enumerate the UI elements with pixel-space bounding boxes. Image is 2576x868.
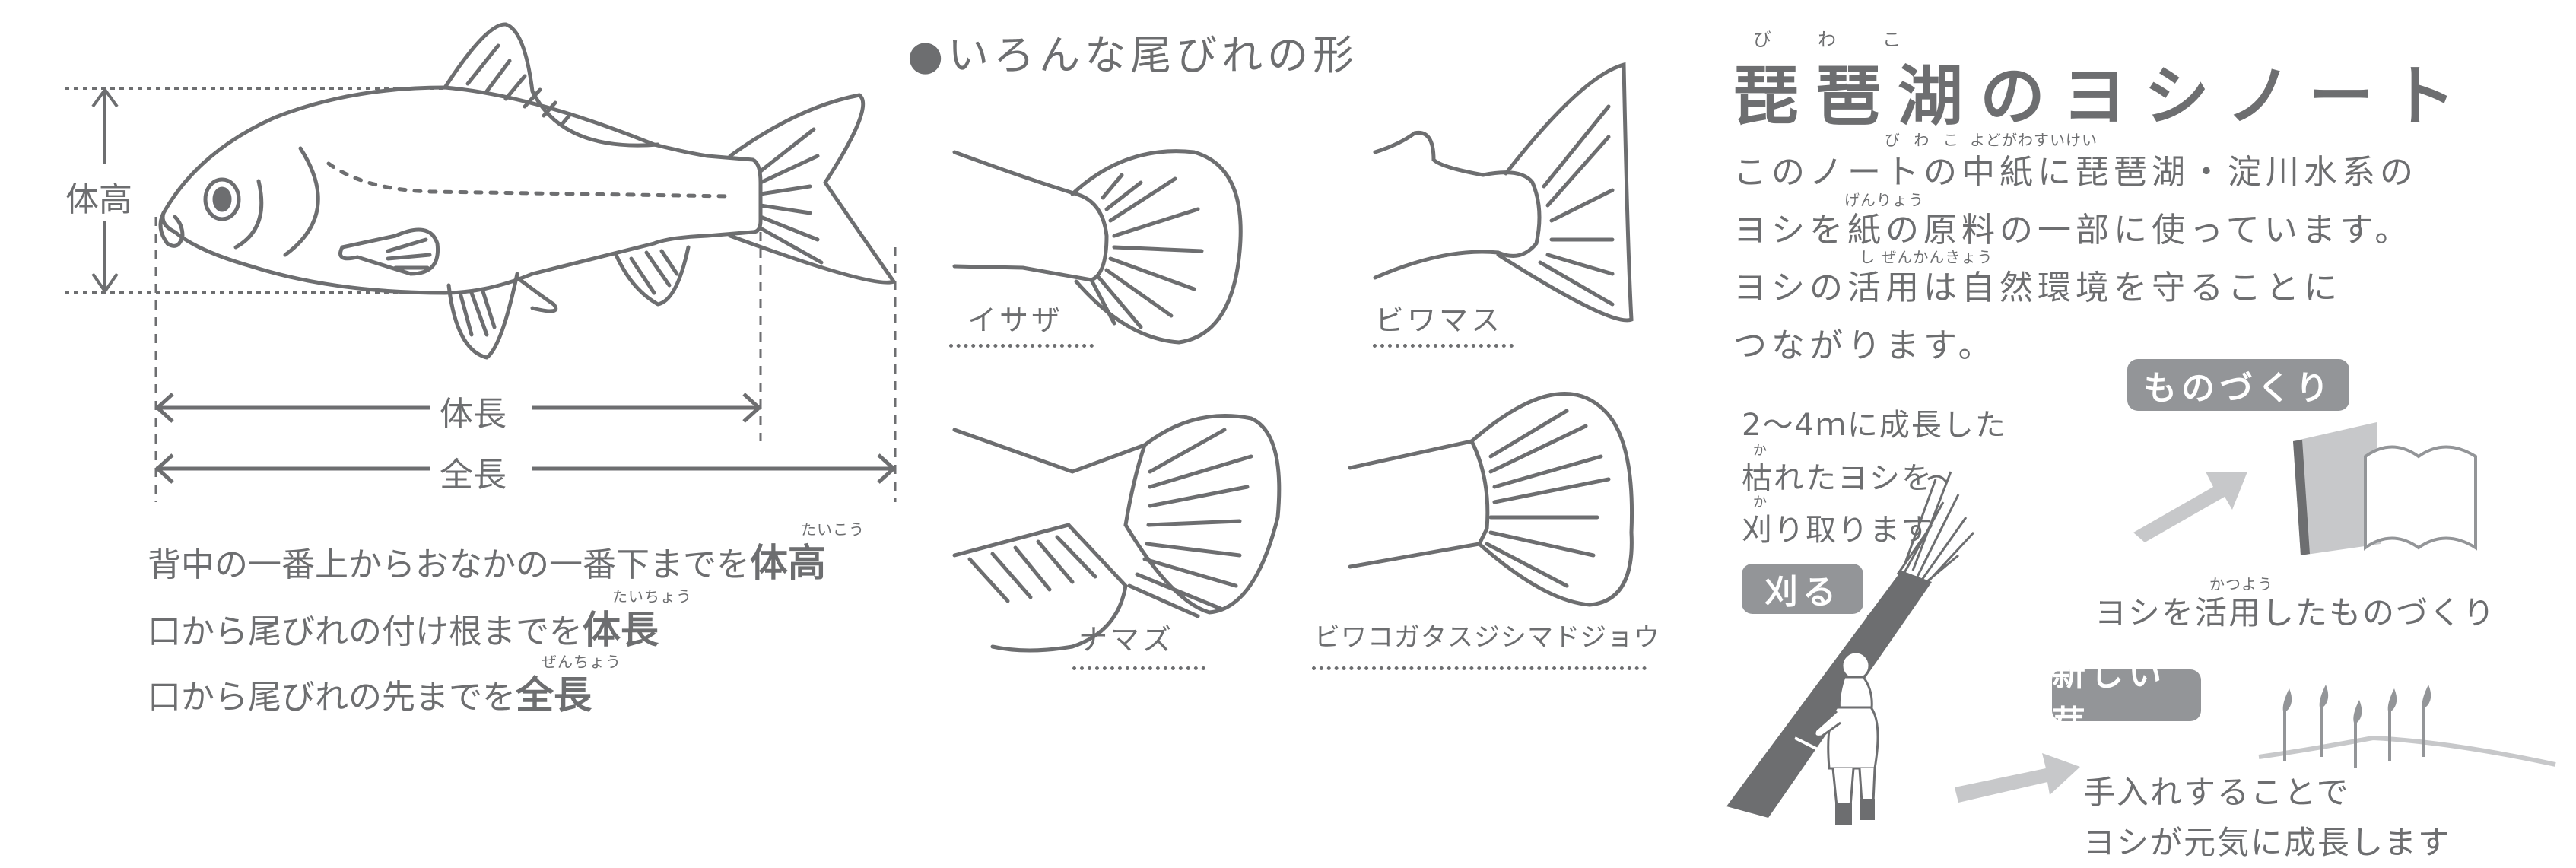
description-total-length: 口から尾びれの先までを全長 (148, 665, 592, 720)
bullet-icon: ● (907, 31, 948, 79)
harvest-line-3: 刈り取ります (1742, 513, 1933, 548)
ruby-katsuyou: かつよう (2209, 575, 2273, 593)
description-text: 背中の一番上からおなかの一番下までを (148, 545, 750, 584)
ruby-ka-1: か (1753, 443, 1768, 459)
section-title-text: いろんな尾びれの形 (948, 31, 1359, 79)
fish-illustration (65, 22, 897, 502)
ruby-ka-2: か (1753, 494, 1768, 510)
total-length-label: 全長 (440, 456, 507, 494)
fin-label-underline (949, 344, 1094, 348)
sprout-line-1: 手入れすることで (2083, 774, 2350, 811)
ruby-biwako: び わ こ (1885, 131, 1963, 149)
fin-label-underline (1072, 666, 1205, 670)
ruby-genryou: げんりょう (1844, 191, 1924, 209)
harvest-tag: 刈る (1742, 564, 1863, 614)
ruby-zenchou: ぜんちょう (542, 653, 621, 671)
sprout-line-2: ヨシが元気に成長します (2083, 824, 2452, 861)
ruby-shizenkankyou: し ぜんかんきょう (1860, 248, 1993, 266)
description-text: 口から尾びれの付け根までを (148, 612, 583, 651)
sprout-tag: 新しい芽 (2052, 655, 2201, 742)
ruby-yodogawasuikei: よどがわすいけい (1970, 131, 2098, 149)
description-term: 体長 (583, 608, 659, 652)
ruby-taichou: たいちょう (612, 587, 692, 606)
section-title: ●いろんな尾びれの形 (907, 21, 1358, 81)
craft-tag: ものづくり (2127, 359, 2349, 411)
fin-label-underline (1312, 666, 1647, 670)
harvest-line-1: 2〜4ｍに成長した (1742, 408, 2007, 443)
fin-label-underline (1373, 344, 1514, 348)
biwamasu-tail-illustration (1373, 62, 1634, 323)
arrow-to-craft-icon (2133, 472, 2247, 542)
new-sprouts-illustration (2258, 685, 2556, 768)
reed-harvester-illustration (1726, 471, 1975, 825)
fin-label-biwakogatasujishimadojou: ビワコガタスジシマドジョウ (1314, 622, 1660, 653)
ruby-taikou: たいこう (801, 520, 865, 539)
page-title: 琵琶湖のヨシノート (1733, 59, 2473, 135)
body-height-label: 体高 (65, 180, 132, 219)
fin-label-namazu: ナマズ (1078, 623, 1175, 657)
description-term: 全長 (516, 673, 592, 717)
body-line-2: ヨシを紙の原料の一部に使っています。 (1733, 211, 2413, 250)
book-icon (2293, 422, 2477, 555)
biwakogatasujishimadojou-tail-illustration (1348, 392, 1634, 607)
total-length-arrow (154, 453, 897, 484)
arrow-to-sprout-icon (1955, 753, 2080, 803)
fin-label-isaza: イサザ (967, 304, 1064, 337)
namazu-tail-illustration (952, 414, 1282, 653)
body-length-label: 体長 (440, 395, 507, 434)
description-term: 体高 (750, 541, 826, 585)
body-line-4: つながります。 (1733, 326, 1996, 365)
title-ruby-ko: こ (1882, 29, 1901, 50)
description-body-length: 口から尾びれの付け根までを体長 (148, 599, 659, 654)
title-ruby-bi: び (1753, 29, 1772, 50)
body-length-arrow (154, 393, 762, 423)
description-body-height: 背中の一番上からおなかの一番下までを体高 (148, 533, 826, 587)
fin-label-biwamasu: ビワマス (1375, 304, 1504, 337)
harvest-line-2: 枯れたヨシを (1742, 461, 1933, 496)
body-line-3: ヨシの活用は自然環境を守ることに (1733, 269, 2342, 307)
title-ruby-wa: わ (1818, 29, 1837, 50)
description-text: 口から尾びれの先までを (148, 678, 516, 717)
isaza-tail-illustration (952, 149, 1243, 345)
craft-caption: ヨシを活用したものづくり (2095, 594, 2497, 631)
body-line-1: このノートの中紙に琵琶湖・淀川水系の (1733, 153, 2418, 192)
